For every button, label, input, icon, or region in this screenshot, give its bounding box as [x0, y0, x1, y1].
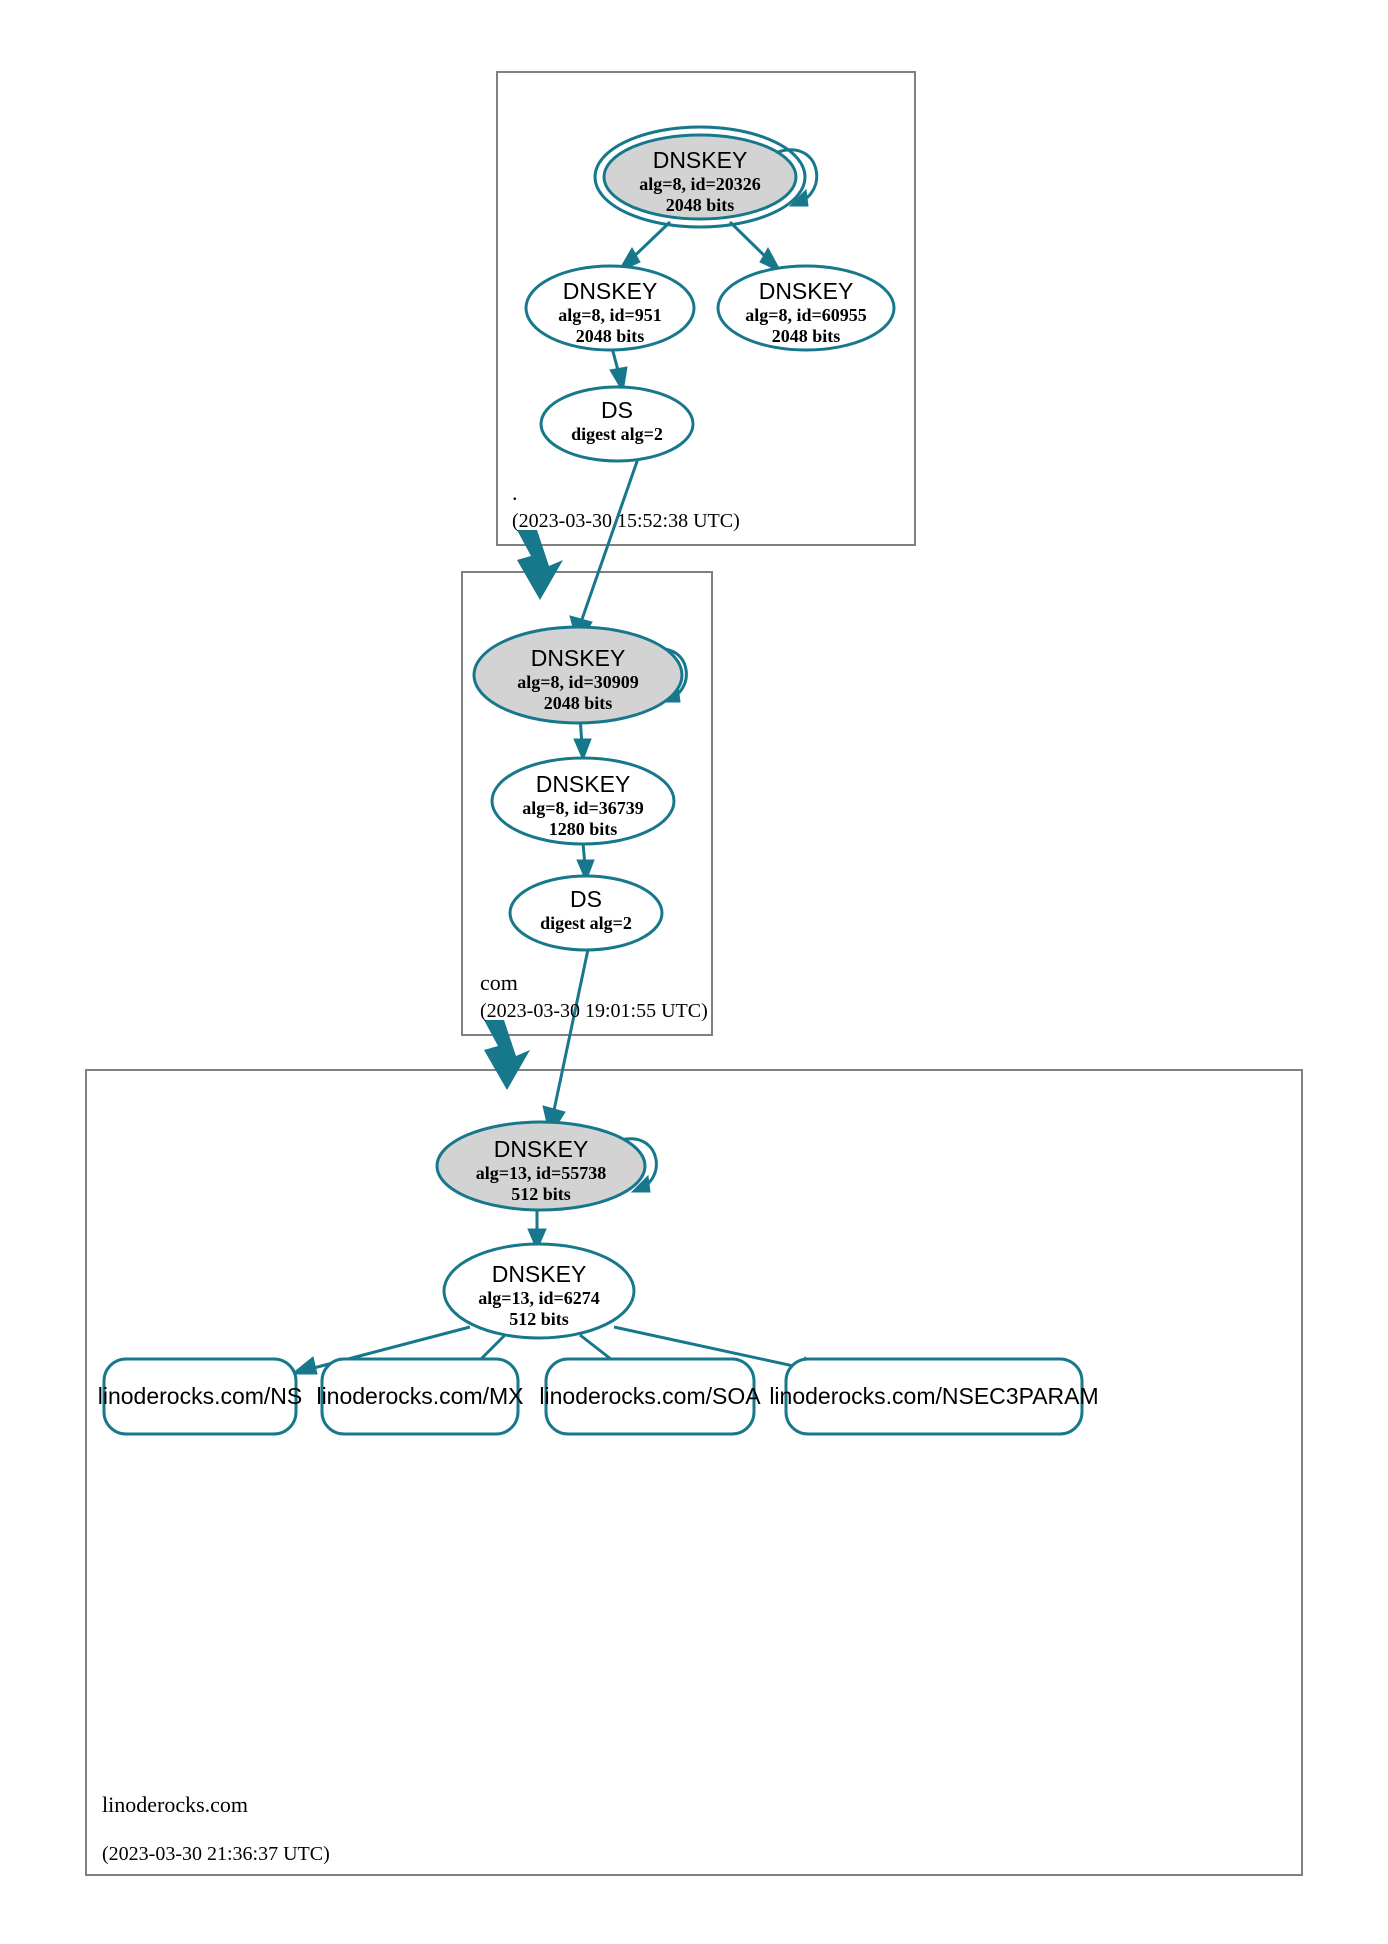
edge-com-ds-to-lr-ksk [551, 939, 592, 1116]
node-lr-ksk-params: alg=13, id=55738 [476, 1163, 607, 1183]
arrowhead-lr-ksk-to-zsk [527, 1228, 547, 1252]
arrowhead-root-ksk-self-sign [788, 188, 809, 207]
node-com-ds-title: DS [570, 886, 602, 912]
rrset-nsec3param[interactable]: linoderocks.com/NSEC3PARAM [769, 1357, 1099, 1436]
arrowhead-lr-ksk-self-sign [630, 1174, 651, 1193]
node-root-ds-title: DS [601, 397, 633, 423]
rrset-nsec3param-box [784, 1357, 1084, 1436]
node-lr-zsk-title: DNSKEY [492, 1261, 587, 1287]
node-com-ksk-params: alg=8, id=30909 [517, 672, 639, 692]
node-lr-zsk-params: alg=13, id=6274 [478, 1288, 600, 1308]
rrset-mx-label: linoderocks.com/MX [316, 1383, 523, 1409]
node-root-zsk-60955-title: DNSKEY [759, 278, 854, 304]
node-lr-zsk-ellipse [442, 1242, 636, 1340]
rrset-soa[interactable]: linoderocks.com/SOA [539, 1357, 761, 1436]
node-root-ksk-outer-ring [593, 125, 807, 229]
zone-timestamp-com: (2023-03-30 19:01:55 UTC) [480, 1000, 708, 1022]
zone-label-root: . [512, 480, 518, 505]
node-root-ksk-params: alg=8, id=20326 [639, 174, 761, 194]
node-com-ds[interactable]: DS digest alg=2 [508, 874, 664, 952]
node-com-ksk-size: 2048 bits [544, 693, 613, 713]
node-root-zsk-951-ellipse [524, 264, 696, 352]
rrset-soa-label: linoderocks.com/SOA [539, 1383, 761, 1409]
node-root-zsk-951-title: DNSKEY [563, 278, 658, 304]
arrowhead-root-ksk-to-zsk60955 [759, 246, 783, 274]
node-root-zsk-951-params: alg=8, id=951 [558, 305, 662, 325]
node-lr-zsk[interactable]: DNSKEY alg=13, id=6274 512 bits [442, 1242, 636, 1340]
node-root-zsk-60955-ellipse [716, 264, 896, 352]
node-lr-ksk[interactable]: DNSKEY alg=13, id=55738 512 bits [435, 1120, 647, 1212]
node-root-ksk-ellipse [602, 133, 798, 221]
node-root-ds-ellipse [539, 385, 695, 463]
node-root-zsk-60955-params: alg=8, id=60955 [745, 305, 867, 325]
edge-root-ds-to-com-ksk [578, 449, 643, 626]
node-root-ksk[interactable]: DNSKEY alg=8, id=20326 2048 bits [593, 125, 807, 229]
node-root-zsk-951[interactable]: DNSKEY alg=8, id=951 2048 bits [524, 264, 696, 352]
zone-timestamp-root: (2023-03-30 15:52:38 UTC) [512, 510, 740, 532]
zone-delegation-arrow-root-to-com [517, 530, 563, 600]
arrowhead-com-ksk-to-zsk [573, 738, 592, 762]
rrset-mx-box [320, 1357, 520, 1436]
zone-box-linoderocks [85, 1069, 1303, 1876]
node-root-ds-params: digest alg=2 [571, 424, 663, 444]
node-com-zsk-ellipse [490, 756, 676, 846]
node-root-zsk-60955-size: 2048 bits [772, 326, 841, 346]
node-com-zsk-params: alg=8, id=36739 [522, 798, 644, 818]
node-root-zsk-951-size: 2048 bits [576, 326, 645, 346]
arrowhead-lr-zsk-to-ns [290, 1356, 318, 1375]
node-com-ksk[interactable]: DNSKEY alg=8, id=30909 2048 bits [472, 625, 684, 725]
zone-timestamp-linoderocks: (2023-03-30 21:36:37 UTC) [102, 1843, 330, 1865]
zone-label-com: com [480, 970, 518, 995]
node-com-ksk-title: DNSKEY [531, 645, 626, 671]
node-root-ksk-size: 2048 bits [666, 195, 735, 215]
node-com-ds-ellipse [508, 874, 664, 952]
rrset-ns-label: linoderocks.com/NS [98, 1383, 303, 1409]
zone-label-linoderocks: linoderocks.com [102, 1792, 248, 1817]
arrowhead-com-zsk-to-ds [576, 859, 595, 883]
node-root-ds[interactable]: DS digest alg=2 [539, 385, 695, 463]
rrset-mx[interactable]: linoderocks.com/MX [316, 1357, 524, 1436]
node-com-zsk[interactable]: DNSKEY alg=8, id=36739 1280 bits [490, 756, 676, 846]
node-root-ksk-title: DNSKEY [653, 147, 748, 173]
node-com-ds-params: digest alg=2 [540, 913, 632, 933]
rrset-ns[interactable]: linoderocks.com/NS [98, 1357, 303, 1436]
node-com-zsk-title: DNSKEY [536, 771, 631, 797]
node-lr-ksk-title: DNSKEY [494, 1136, 589, 1162]
node-com-ksk-ellipse [472, 625, 684, 725]
node-lr-ksk-ellipse [435, 1120, 647, 1212]
node-lr-zsk-size: 512 bits [509, 1309, 569, 1329]
node-com-zsk-size: 1280 bits [549, 819, 618, 839]
rrset-nsec3param-label: linoderocks.com/NSEC3PARAM [769, 1383, 1098, 1409]
node-root-zsk-60955[interactable]: DNSKEY alg=8, id=60955 2048 bits [716, 264, 896, 352]
zone-delegation-arrow-com-to-linoderocks [484, 1020, 530, 1090]
rrset-ns-box [102, 1357, 298, 1436]
rrset-soa-box [544, 1357, 756, 1436]
edge-lr-zsk-to-nsec3param [613, 1325, 813, 1372]
node-lr-ksk-size: 512 bits [511, 1184, 571, 1204]
